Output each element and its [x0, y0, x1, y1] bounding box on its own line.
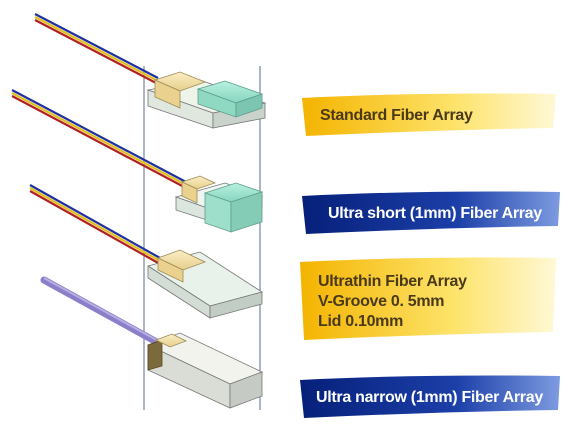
standard-fiber-array-device — [34, 13, 267, 129]
ultra-narrow-label: Ultra narrow (1mm) Fiber Array — [316, 388, 543, 408]
ultra-short-label-text: Ultra short (1mm) Fiber Array — [328, 205, 542, 222]
ultrathin-fiber-array-device — [29, 184, 263, 319]
standard-banner — [302, 93, 556, 136]
ultrathin-label-line2: V-Groove 0. 5mm — [318, 293, 445, 310]
ultra-narrow-banner — [300, 375, 560, 418]
ultra-short-banner — [302, 191, 560, 234]
ultrathin-label-line3: Lid 0.10mm — [318, 313, 404, 330]
ultra-narrow-fiber-array-device — [40, 276, 264, 409]
standard-label-text: Standard Fiber Array — [320, 107, 473, 124]
ultrathin-label-line1: Ultrathin Fiber Array — [318, 273, 467, 290]
standard-label: Standard Fiber Array — [320, 106, 473, 126]
single-fiber — [40, 276, 166, 349]
ultrathin-label: Ultrathin Fiber Array V-Groove 0. 5mm Li… — [318, 272, 467, 332]
fiber-ribbon-1 — [34, 13, 159, 85]
fiber-ribbon-2 — [11, 89, 187, 189]
ultrathin-banner — [300, 257, 556, 340]
fiber-ribbon-3 — [29, 184, 161, 265]
ultra-short-label: Ultra short (1mm) Fiber Array — [328, 204, 542, 224]
ultra-narrow-label-text: Ultra narrow (1mm) Fiber Array — [316, 389, 543, 406]
ultra-short-fiber-array-device — [11, 89, 264, 233]
